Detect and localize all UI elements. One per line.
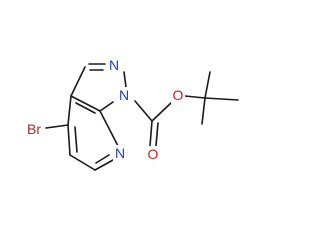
nitrogen-n7-label: N bbox=[115, 145, 125, 161]
bond-c3a-c4 bbox=[67, 95, 72, 126]
bond-cq-methyl-bottom bbox=[201, 97, 206, 125]
bond-c4-br bbox=[45, 124, 69, 129]
bonds bbox=[45, 63, 239, 171]
nitrogen-n2-label: N bbox=[109, 57, 119, 73]
bond-cq-methyl-right bbox=[204, 97, 239, 101]
oxygen-carbonyl-label: O bbox=[148, 146, 159, 162]
bromine-label: Br bbox=[27, 121, 41, 137]
bond-c6-n7-double bbox=[95, 154, 110, 164]
bond-n2-n1 bbox=[123, 71, 127, 88]
oxygen-ester-label: O bbox=[173, 87, 184, 103]
atom-labels: Br N N N O O bbox=[23, 57, 185, 163]
bond-o-ester-c-quaternary bbox=[184, 95, 206, 99]
bond-n7-c7a bbox=[99, 110, 119, 147]
bond-n1-c-carbonyl bbox=[134, 100, 153, 122]
bond-cq-methyl-top bbox=[204, 71, 211, 99]
bromine-atom: Br bbox=[23, 120, 45, 138]
bond-c-carbonyl-o-ester bbox=[151, 101, 173, 122]
bond-c3a-c3 bbox=[70, 66, 86, 97]
bond-c4-c5 bbox=[67, 124, 71, 156]
oxygen-carbonyl-atom: O bbox=[146, 146, 160, 163]
bond-c3a-c7a-double bbox=[75, 102, 96, 114]
bond-c-carbonyl-o bbox=[149, 120, 153, 147]
nitrogen-n1-atom: N bbox=[117, 87, 131, 104]
nitrogen-n1-label: N bbox=[119, 87, 129, 103]
bond-c4-c5-double bbox=[74, 126, 78, 153]
nitrogen-n2-atom: N bbox=[107, 57, 121, 74]
bond-n1-c7a bbox=[99, 101, 114, 112]
nitrogen-n7-atom: N bbox=[113, 145, 127, 162]
oxygen-ester-atom: O bbox=[171, 87, 185, 104]
structure-diagram: Br N N N O O bbox=[23, 57, 239, 171]
bond-c6-n7 bbox=[94, 159, 114, 171]
bond-c-carbonyl-o-double bbox=[155, 122, 159, 147]
bond-c5-c6 bbox=[69, 154, 96, 171]
bond-c3a-c7a bbox=[70, 95, 101, 112]
